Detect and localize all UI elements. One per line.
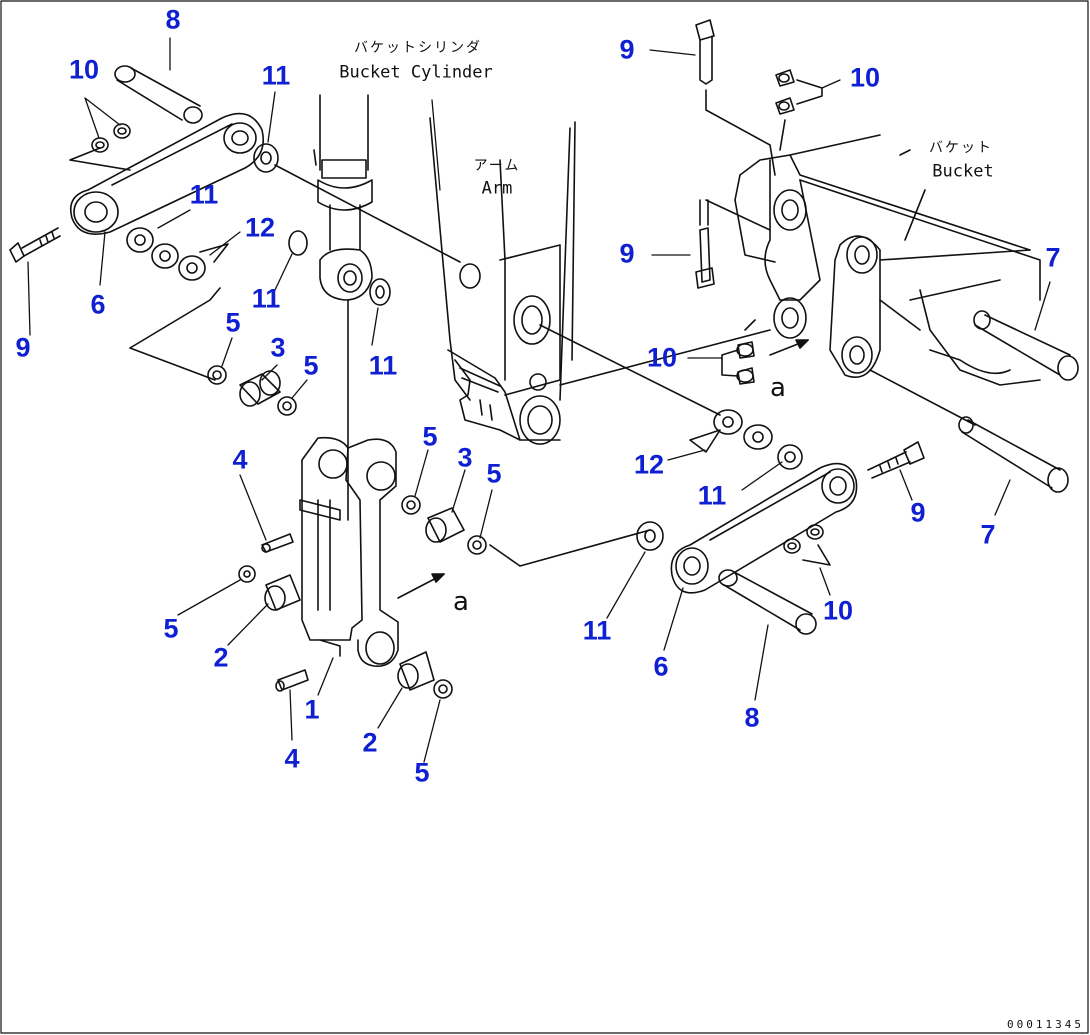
callout-bucket-pin-upper: 7: [1045, 242, 1061, 273]
callout-right-link: 6: [653, 651, 669, 682]
bucket-caption: Bucket: [932, 161, 994, 182]
callout-right-pin: 8: [744, 702, 760, 733]
bucket-cylinder-jp-caption: バケットシリンダ: [354, 40, 482, 56]
right-pin-part: [718, 569, 817, 635]
callout-right-shims: 12: [633, 449, 665, 480]
callout-right-bolt-link: 9: [910, 497, 926, 528]
callout-left-bolt: 9: [15, 332, 31, 363]
callout-left-washer-top: 11: [261, 60, 291, 91]
bucket-pins: [869, 310, 1079, 493]
callout-grease-lower: 4: [284, 743, 300, 774]
callout-bucket-pin-lower: 7: [980, 519, 996, 550]
callout-lower-seal-left: 5: [163, 613, 179, 644]
right-link-bolt: [867, 441, 925, 479]
callout-left-pin: 8: [165, 4, 181, 35]
callout-lower-bushing-right: 2: [362, 727, 378, 758]
callout-upper-seal-left-inner: 5: [303, 350, 319, 381]
bucket-jp-caption: バケット: [929, 140, 993, 156]
left-bolt-part: [9, 227, 61, 263]
leader-lines-arm: [489, 324, 771, 567]
callout-left-nuts: 10: [68, 54, 100, 85]
left-link-part: [69, 112, 264, 235]
left-washers-part: [126, 143, 391, 306]
arm-part: [429, 117, 576, 445]
callout-right-washer: 11: [697, 480, 727, 511]
callout-right-washer-bottom: 11: [582, 615, 612, 646]
callout-cyl-washer-lower: 11: [368, 350, 398, 381]
callout-upper-seal-right: 5: [422, 421, 438, 452]
drawing-code: 00011345: [1007, 1018, 1084, 1031]
left-pin-part: [114, 65, 203, 124]
callout-left-washer-mid: 11: [189, 179, 219, 210]
link-assembly-part: [299, 436, 399, 667]
callout-lower-seal-right: 5: [414, 757, 430, 788]
view-arrows: [397, 339, 809, 599]
bucket-cylinder-part: [313, 94, 373, 521]
view-mark-lower: a: [453, 587, 469, 617]
callout-grease-upper: 4: [232, 444, 248, 475]
bucket-part: [734, 134, 1041, 386]
callout-upper-seal-right-outer: 5: [486, 458, 502, 489]
arm-caption: Arm: [481, 178, 513, 199]
callout-leaders: [27, 37, 1051, 763]
callout-upper-bushing-left: 3: [270, 332, 286, 363]
callout-right-nuts-link: 10: [822, 595, 854, 626]
callout-upper-seal-left: 5: [225, 307, 241, 338]
callout-cyl-washer-upper: 11: [251, 283, 281, 314]
left-nuts-part: [69, 123, 131, 171]
callout-left-link: 6: [90, 289, 106, 320]
right-link-part: [670, 462, 858, 594]
callout-right-nuts-mid: 10: [646, 342, 678, 373]
callout-left-shims: 12: [244, 212, 276, 243]
callout-link-assembly: 1: [304, 694, 320, 725]
leader-lines-left: [129, 164, 461, 381]
right-link-nuts: [783, 524, 831, 566]
callout-right-bolt-mid: 9: [619, 238, 635, 269]
callout-lower-bushing-left: 2: [213, 642, 229, 673]
callout-upper-bushing-right: 3: [457, 442, 473, 473]
arm-jp-caption: アーム: [473, 158, 521, 174]
callout-right-nuts-top: 10: [849, 62, 881, 93]
right-top-hardware: [695, 19, 823, 385]
small-parts: [207, 365, 664, 699]
right-washers: [689, 409, 803, 470]
bucket-cylinder-caption: Bucket Cylinder: [339, 62, 493, 83]
callout-right-bolt-top: 9: [619, 34, 635, 65]
view-mark-upper: a: [770, 373, 786, 403]
